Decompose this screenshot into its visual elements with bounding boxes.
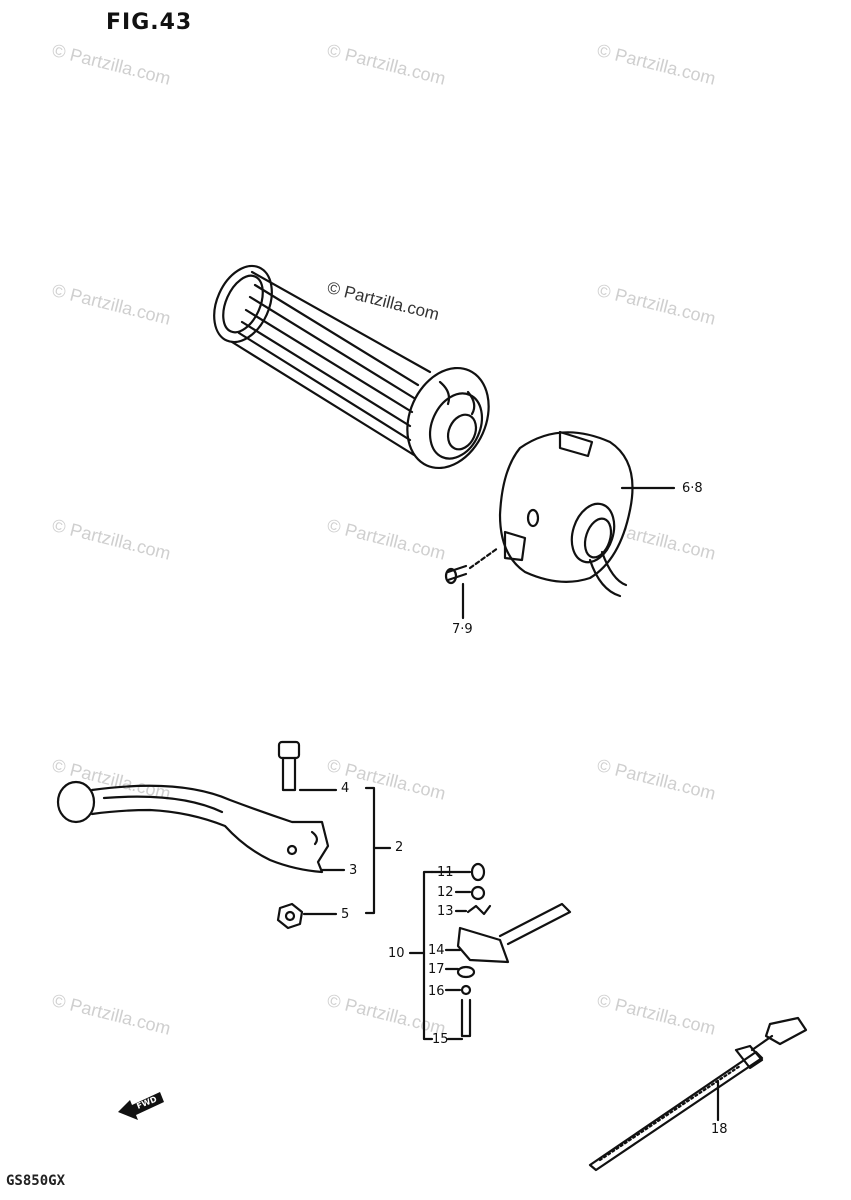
forward-arrow-icon: FWD — [118, 1092, 164, 1120]
callout-11: 11 — [437, 865, 454, 880]
pivot-bolt — [277, 740, 301, 792]
callout-15: 15 — [432, 1032, 449, 1047]
model-code: GS850GX — [6, 1173, 66, 1189]
switch-assembly — [456, 862, 572, 1038]
callout-16: 16 — [428, 984, 445, 999]
callout-3: 3 — [349, 863, 358, 878]
handlebar-grip — [213, 264, 490, 470]
callout-6-8: 6·8 — [682, 481, 703, 496]
callout-7-9: 7·9 — [452, 622, 473, 637]
callout-13: 13 — [437, 904, 454, 919]
callout-4: 4 — [341, 781, 350, 796]
callout-18: 18 — [711, 1122, 728, 1137]
figure-title: FIG.43 — [106, 10, 193, 35]
callout-10: 10 — [388, 946, 405, 961]
bracket — [364, 786, 376, 915]
callout-2: 2 — [395, 840, 404, 855]
callout-5: 5 — [341, 907, 350, 922]
callout-12: 12 — [437, 885, 454, 900]
nut — [276, 902, 304, 930]
brake-lever — [56, 780, 330, 874]
bracket — [422, 870, 434, 1041]
switch-housing — [498, 430, 634, 598]
callout-17: 17 — [428, 962, 445, 977]
callout-14: 14 — [428, 943, 445, 958]
screw — [444, 546, 500, 585]
cable-tie — [588, 1016, 808, 1172]
